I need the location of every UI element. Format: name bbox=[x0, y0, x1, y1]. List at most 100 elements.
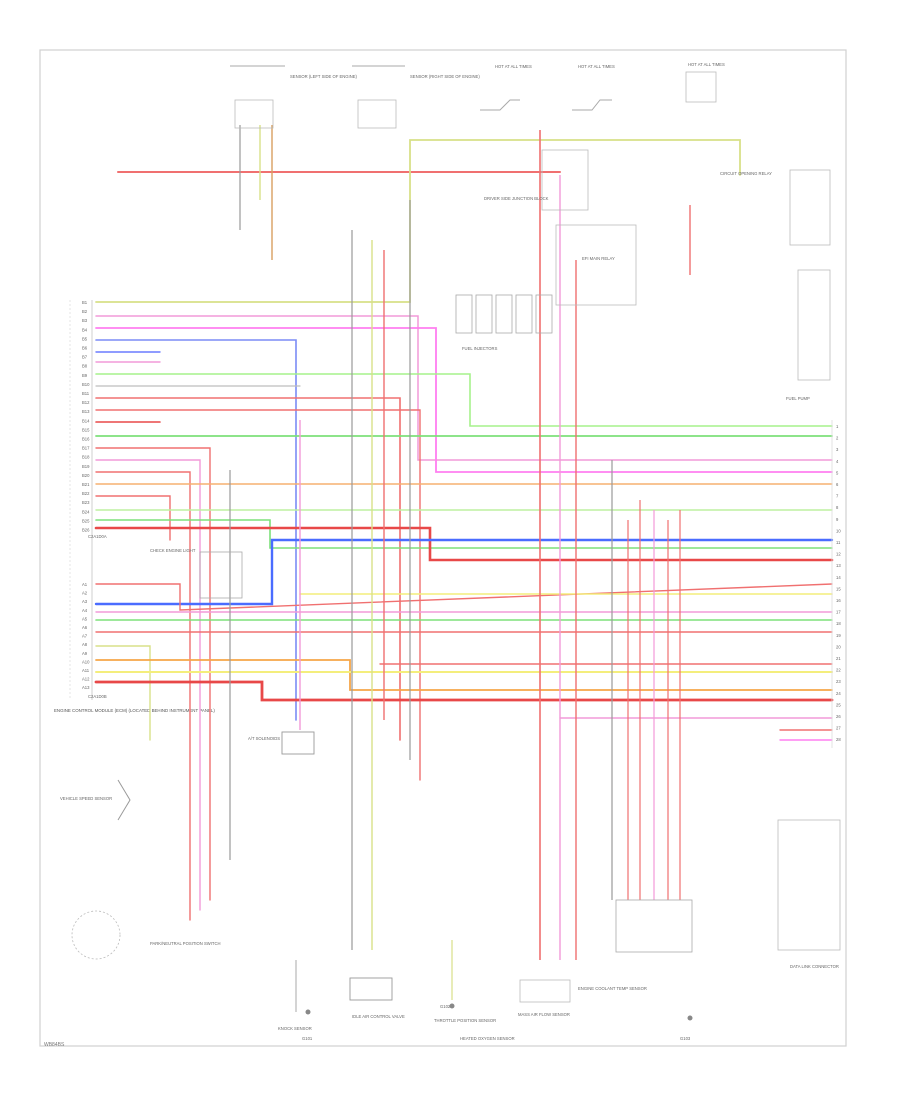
svg-text:SENSOR (RIGHT SIDE OF ENGINE): SENSOR (RIGHT SIDE OF ENGINE) bbox=[410, 74, 480, 79]
wire-green-3 bbox=[95, 519, 833, 549]
ecm-label: ENGINE CONTROL MODULE (ECM) (LOCATED BEH… bbox=[54, 708, 215, 713]
right-pin-label: 6 bbox=[836, 482, 839, 487]
svg-text:PARK/NEUTRAL POSITION SWITCH: PARK/NEUTRAL POSITION SWITCH bbox=[150, 941, 221, 946]
footer-code: WB84BS bbox=[44, 1042, 65, 1048]
right-pin-label: 13 bbox=[836, 563, 841, 568]
svg-text:HOT AT ALL TIMES: HOT AT ALL TIMES bbox=[578, 64, 615, 69]
ecm-pin-label: B1 bbox=[82, 300, 88, 305]
ecm-pin-label-lower: A6 bbox=[82, 625, 88, 630]
wire-red-thick-2 bbox=[94, 680, 834, 702]
ecm-pin-label-lower: A3 bbox=[82, 599, 88, 604]
right-pin-label: 9 bbox=[836, 517, 839, 522]
ecm-pin-label: B22 bbox=[82, 491, 90, 496]
ecm-pin-label: B14 bbox=[82, 418, 90, 423]
ecm-pin-label-lower: A2 bbox=[82, 591, 88, 596]
right-pin-label: 18 bbox=[836, 621, 841, 626]
right-pin-label: 23 bbox=[836, 679, 841, 684]
coolant-temp-sensor: ENGINE COOLANT TEMP SENSOR bbox=[578, 899, 693, 991]
wire-green-1 bbox=[95, 373, 833, 427]
oxygen-sensor: HEATED OXYGEN SENSOR bbox=[460, 1036, 515, 1041]
ecm-pin-label: B26 bbox=[82, 528, 90, 533]
right-pin-label: 14 bbox=[836, 575, 841, 580]
ecm-pin-label: B13 bbox=[82, 409, 90, 414]
ecm-pin-label-lower: A7 bbox=[82, 634, 88, 639]
svg-text:CIRCUIT OPENING RELAY: CIRCUIT OPENING RELAY bbox=[720, 171, 772, 176]
right-pin-label: 27 bbox=[836, 726, 841, 731]
right-pin-label: 17 bbox=[836, 610, 841, 615]
wire-bundle-horizontal bbox=[94, 139, 834, 921]
ecm-pin-label: B24 bbox=[82, 509, 90, 514]
wire-red-7 bbox=[95, 495, 171, 541]
ecm-left-connector: C2A1D0A C2A1D0B ENGINE CONTROL MODULE (E… bbox=[54, 300, 215, 713]
ecm-pin-label: B10 bbox=[82, 382, 90, 387]
wire-red-5 bbox=[95, 447, 211, 901]
svg-text:DATA LINK CONNECTOR: DATA LINK CONNECTOR bbox=[790, 964, 839, 969]
right-pin-label: 26 bbox=[836, 714, 841, 719]
wire-blue-thick bbox=[94, 538, 834, 606]
right-pin-label: 22 bbox=[836, 668, 841, 673]
right-pin-label: 10 bbox=[836, 528, 841, 533]
svg-text:VEHICLE SPEED SENSOR: VEHICLE SPEED SENSOR bbox=[60, 796, 112, 801]
svg-text:EFI MAIN RELAY: EFI MAIN RELAY bbox=[582, 256, 615, 261]
ground-points: G101 G102 G103 bbox=[302, 1003, 693, 1041]
ecm-pin-label-lower: A5 bbox=[82, 616, 88, 621]
ecm-pin-label: B23 bbox=[82, 500, 90, 505]
hot-fuse-right: HOT AT ALL TIMES bbox=[685, 62, 725, 103]
ecm-pin-label: B11 bbox=[82, 391, 90, 396]
wire-bundle-vertical bbox=[229, 125, 691, 960]
right-pin-label: 24 bbox=[836, 691, 841, 696]
svg-text:ENGINE COOLANT TEMP SENSOR: ENGINE COOLANT TEMP SENSOR bbox=[578, 986, 647, 991]
wire-red-thick bbox=[94, 526, 834, 562]
right-pin-label: 2 bbox=[836, 436, 839, 441]
svg-text:CHECK ENGINE LIGHT: CHECK ENGINE LIGHT bbox=[150, 548, 196, 553]
throttle-sensor: THROTTLE POSITION SENSOR bbox=[434, 940, 496, 1023]
svg-text:IDLE AIR CONTROL VALVE: IDLE AIR CONTROL VALVE bbox=[352, 1014, 405, 1019]
junction-block: DRIVER SIDE JUNCTION BLOCK bbox=[484, 149, 589, 211]
ecm-pin-label: B25 bbox=[82, 518, 90, 523]
ecm-pin-label: B9 bbox=[82, 373, 88, 378]
knock-sensor-left: KNOCK SENSOR bbox=[278, 960, 312, 1031]
svg-text:G102: G102 bbox=[440, 1004, 451, 1009]
data-link-right: DATA LINK CONNECTOR bbox=[777, 819, 841, 969]
ecm-pin-label: B20 bbox=[82, 473, 90, 478]
svg-text:SENSOR (LEFT SIDE OF ENGINE): SENSOR (LEFT SIDE OF ENGINE) bbox=[290, 74, 358, 79]
svg-text:THROTTLE POSITION SENSOR: THROTTLE POSITION SENSOR bbox=[434, 1018, 496, 1023]
right-pin-label: 3 bbox=[836, 447, 839, 452]
svg-text:HOT AT ALL TIMES: HOT AT ALL TIMES bbox=[688, 62, 725, 67]
svg-text:FUEL INJECTORS: FUEL INJECTORS bbox=[462, 346, 498, 351]
ecm-pin-label-lower: A12 bbox=[82, 677, 90, 682]
park-neutral-switch: PARK/NEUTRAL POSITION SWITCH bbox=[71, 910, 221, 960]
idle-air-valve: IDLE AIR CONTROL VALVE bbox=[349, 977, 405, 1019]
svg-text:KNOCK SENSOR: KNOCK SENSOR bbox=[278, 1026, 312, 1031]
diagram-frame bbox=[39, 49, 847, 1047]
fuel-pump: FUEL PUMP bbox=[786, 269, 831, 401]
right-pin-label: 7 bbox=[836, 494, 839, 499]
ecm-pin-label-lower: A10 bbox=[82, 659, 90, 664]
ecm-pin-label: B7 bbox=[82, 355, 88, 360]
right-pin-label: 28 bbox=[836, 737, 841, 742]
right-pin-label: 21 bbox=[836, 656, 841, 661]
svg-text:HEATED OXYGEN SENSOR: HEATED OXYGEN SENSOR bbox=[460, 1036, 515, 1041]
wire-pink-1 bbox=[95, 315, 833, 461]
wire-red-8 bbox=[95, 583, 833, 611]
right-pin-label: 8 bbox=[836, 505, 839, 510]
ecm-pin-label: B15 bbox=[82, 427, 90, 432]
wire-red-6 bbox=[95, 471, 191, 921]
sensor-top-left: SENSOR (LEFT SIDE OF ENGINE) bbox=[230, 65, 358, 129]
circuit-opening-relay: CIRCUIT OPENING RELAY bbox=[720, 169, 831, 246]
right-pin-label: 15 bbox=[836, 586, 841, 591]
svg-text:FUEL PUMP: FUEL PUMP bbox=[786, 396, 810, 401]
ecm-pin-label: B18 bbox=[82, 455, 90, 460]
right-pin-label: 20 bbox=[836, 644, 841, 649]
right-pin-label: 25 bbox=[836, 702, 841, 707]
right-pin-label: 12 bbox=[836, 552, 841, 557]
ecm-pin-label-lower: A4 bbox=[82, 608, 88, 613]
svg-text:MASS AIR FLOW SENSOR: MASS AIR FLOW SENSOR bbox=[518, 1012, 570, 1017]
ecm-pin-label: B4 bbox=[82, 327, 88, 332]
ecm-pin-label-lower: A1 bbox=[82, 582, 88, 587]
ecm-pin-label: B12 bbox=[82, 400, 90, 405]
fuel-injector-bank: FUEL INJECTORS bbox=[455, 294, 553, 351]
ecm-pin-label: B6 bbox=[82, 346, 88, 351]
ecm-pin-label: B17 bbox=[82, 446, 90, 451]
